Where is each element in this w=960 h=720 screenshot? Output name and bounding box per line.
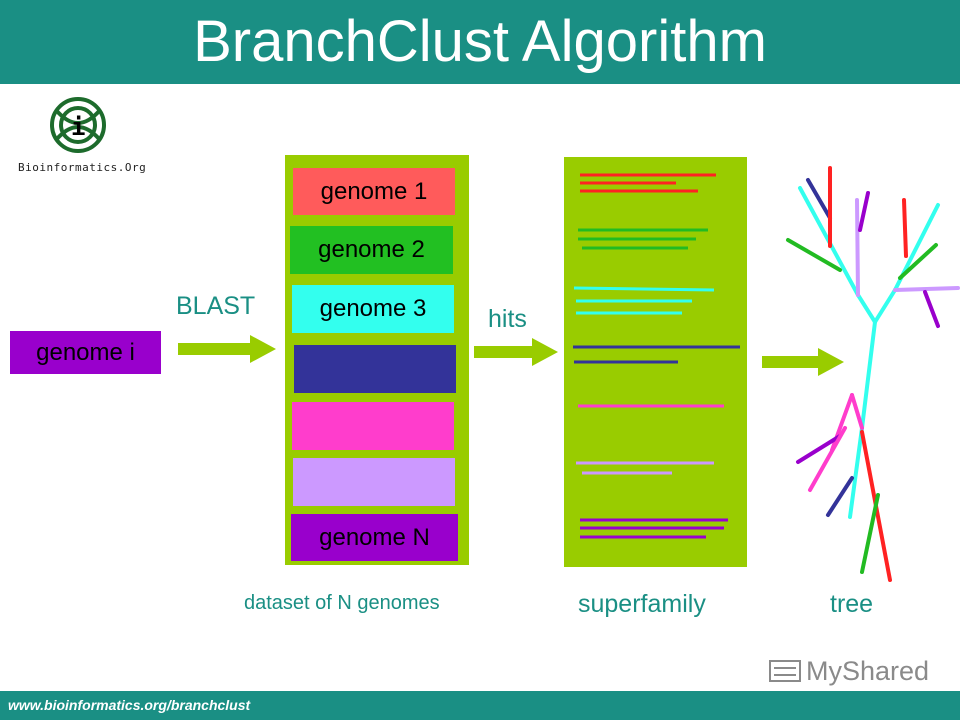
genome-box-2: genome 2 bbox=[290, 226, 453, 274]
genome-label-3: genome 3 bbox=[319, 295, 427, 322]
footer-url[interactable]: www.bioinformatics.org/branchclust bbox=[8, 697, 251, 713]
blast-label: BLAST bbox=[176, 292, 256, 320]
page-title: BranchClust Algorithm bbox=[193, 9, 767, 74]
header-bar: BranchClust Algorithm bbox=[0, 0, 960, 84]
logo-text: Bioinformatics.Org bbox=[18, 161, 147, 174]
input-genome-box: genome i bbox=[10, 331, 161, 374]
genome-label-2: genome 2 bbox=[318, 236, 425, 263]
superfamily-caption: superfamily bbox=[578, 590, 706, 618]
i-knot-icon: i bbox=[50, 97, 106, 153]
watermark-icon bbox=[769, 660, 801, 682]
phylogenetic-tree bbox=[786, 166, 960, 582]
dataset-caption: dataset of N genomes bbox=[244, 592, 440, 614]
genome-label-n: genome N bbox=[319, 523, 430, 551]
genome-label-1: genome 1 bbox=[320, 177, 428, 205]
arrow-tree bbox=[762, 348, 844, 376]
watermark-text: MyShared bbox=[806, 656, 930, 686]
arrow-hits bbox=[474, 338, 558, 366]
bioinformatics-logo: i bbox=[16, 92, 146, 182]
hit-lines bbox=[573, 173, 740, 539]
genome-box-1: genome 1 bbox=[293, 168, 455, 215]
genome-box-4 bbox=[294, 345, 456, 393]
genome-box-3: genome 3 bbox=[292, 285, 454, 333]
input-genome-label: genome i bbox=[36, 338, 135, 366]
hits-label: hits bbox=[488, 305, 527, 333]
tree-caption: tree bbox=[830, 590, 874, 618]
genome-box-5 bbox=[292, 402, 454, 450]
svg-text:i: i bbox=[71, 113, 85, 141]
arrow-blast bbox=[178, 335, 276, 363]
genome-box-6 bbox=[293, 458, 455, 506]
footer-bar: www.bioinformatics.org/branchclust bbox=[0, 691, 960, 720]
genome-box-n: genome N bbox=[291, 514, 458, 561]
